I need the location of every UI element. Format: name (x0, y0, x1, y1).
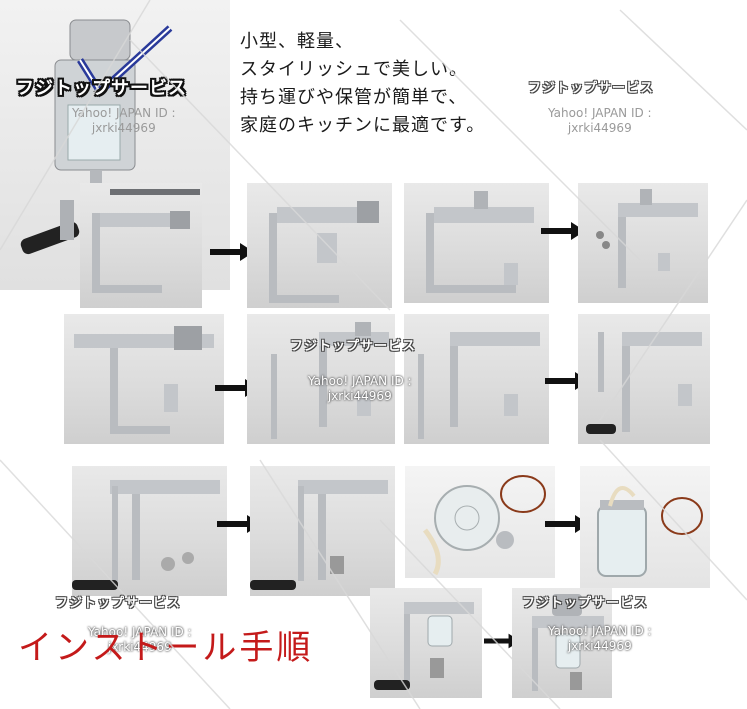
yahoo-id-watermark-hero: Yahoo! JAPAN ID : jxrki44969 (72, 106, 176, 135)
install-steps-title: インストール手順 (18, 628, 314, 668)
step-photo-10 (250, 466, 395, 596)
step-photo-7 (404, 314, 549, 444)
step-photo-3 (404, 183, 549, 303)
step-photo-11 (405, 466, 555, 578)
yahoo-id-watermark-mid: Yahoo! JAPAN ID : jxrki44969 (308, 374, 412, 403)
brand-watermark-top-right: フジトップサービス (528, 81, 655, 96)
arrow-right-icon (545, 515, 589, 533)
product-tagline: 小型、軽量、 スタイリッシュで美しい。 持ち運びや保管が簡単で、 家庭のキッチン… (240, 28, 485, 140)
step-photo-12 (580, 466, 710, 588)
step-photo-13 (370, 588, 482, 698)
tagline-line-2: スタイリッシュで美しい。 (240, 59, 468, 80)
brand-watermark-bottom-left: フジトップサービス (55, 596, 182, 611)
tagline-line-4: 家庭のキッチンに最適です。 (240, 115, 486, 136)
yahoo-id-watermark-bottom-right: Yahoo! JAPAN ID : jxrki44969 (548, 624, 652, 653)
tagline-line-3: 持ち運びや保管が簡単で、 (240, 87, 468, 108)
step-photo-5 (64, 314, 224, 444)
brand-watermark-mid: フジトップサービス (290, 339, 417, 354)
brand-watermark-bottom-right: フジトップサービス (522, 596, 649, 611)
step-photo-8 (578, 314, 710, 444)
brand-watermark-main: フジトップサービス (16, 78, 187, 99)
step-photo-4 (578, 183, 708, 303)
yahoo-id-watermark-top-right: Yahoo! JAPAN ID : jxrki44969 (548, 106, 652, 135)
step-photo-2 (247, 183, 392, 308)
tagline-line-1: 小型、軽量、 (240, 31, 354, 52)
step-photo-6 (247, 314, 395, 444)
step-photo-1 (80, 183, 202, 308)
step-photo-9 (72, 466, 227, 596)
